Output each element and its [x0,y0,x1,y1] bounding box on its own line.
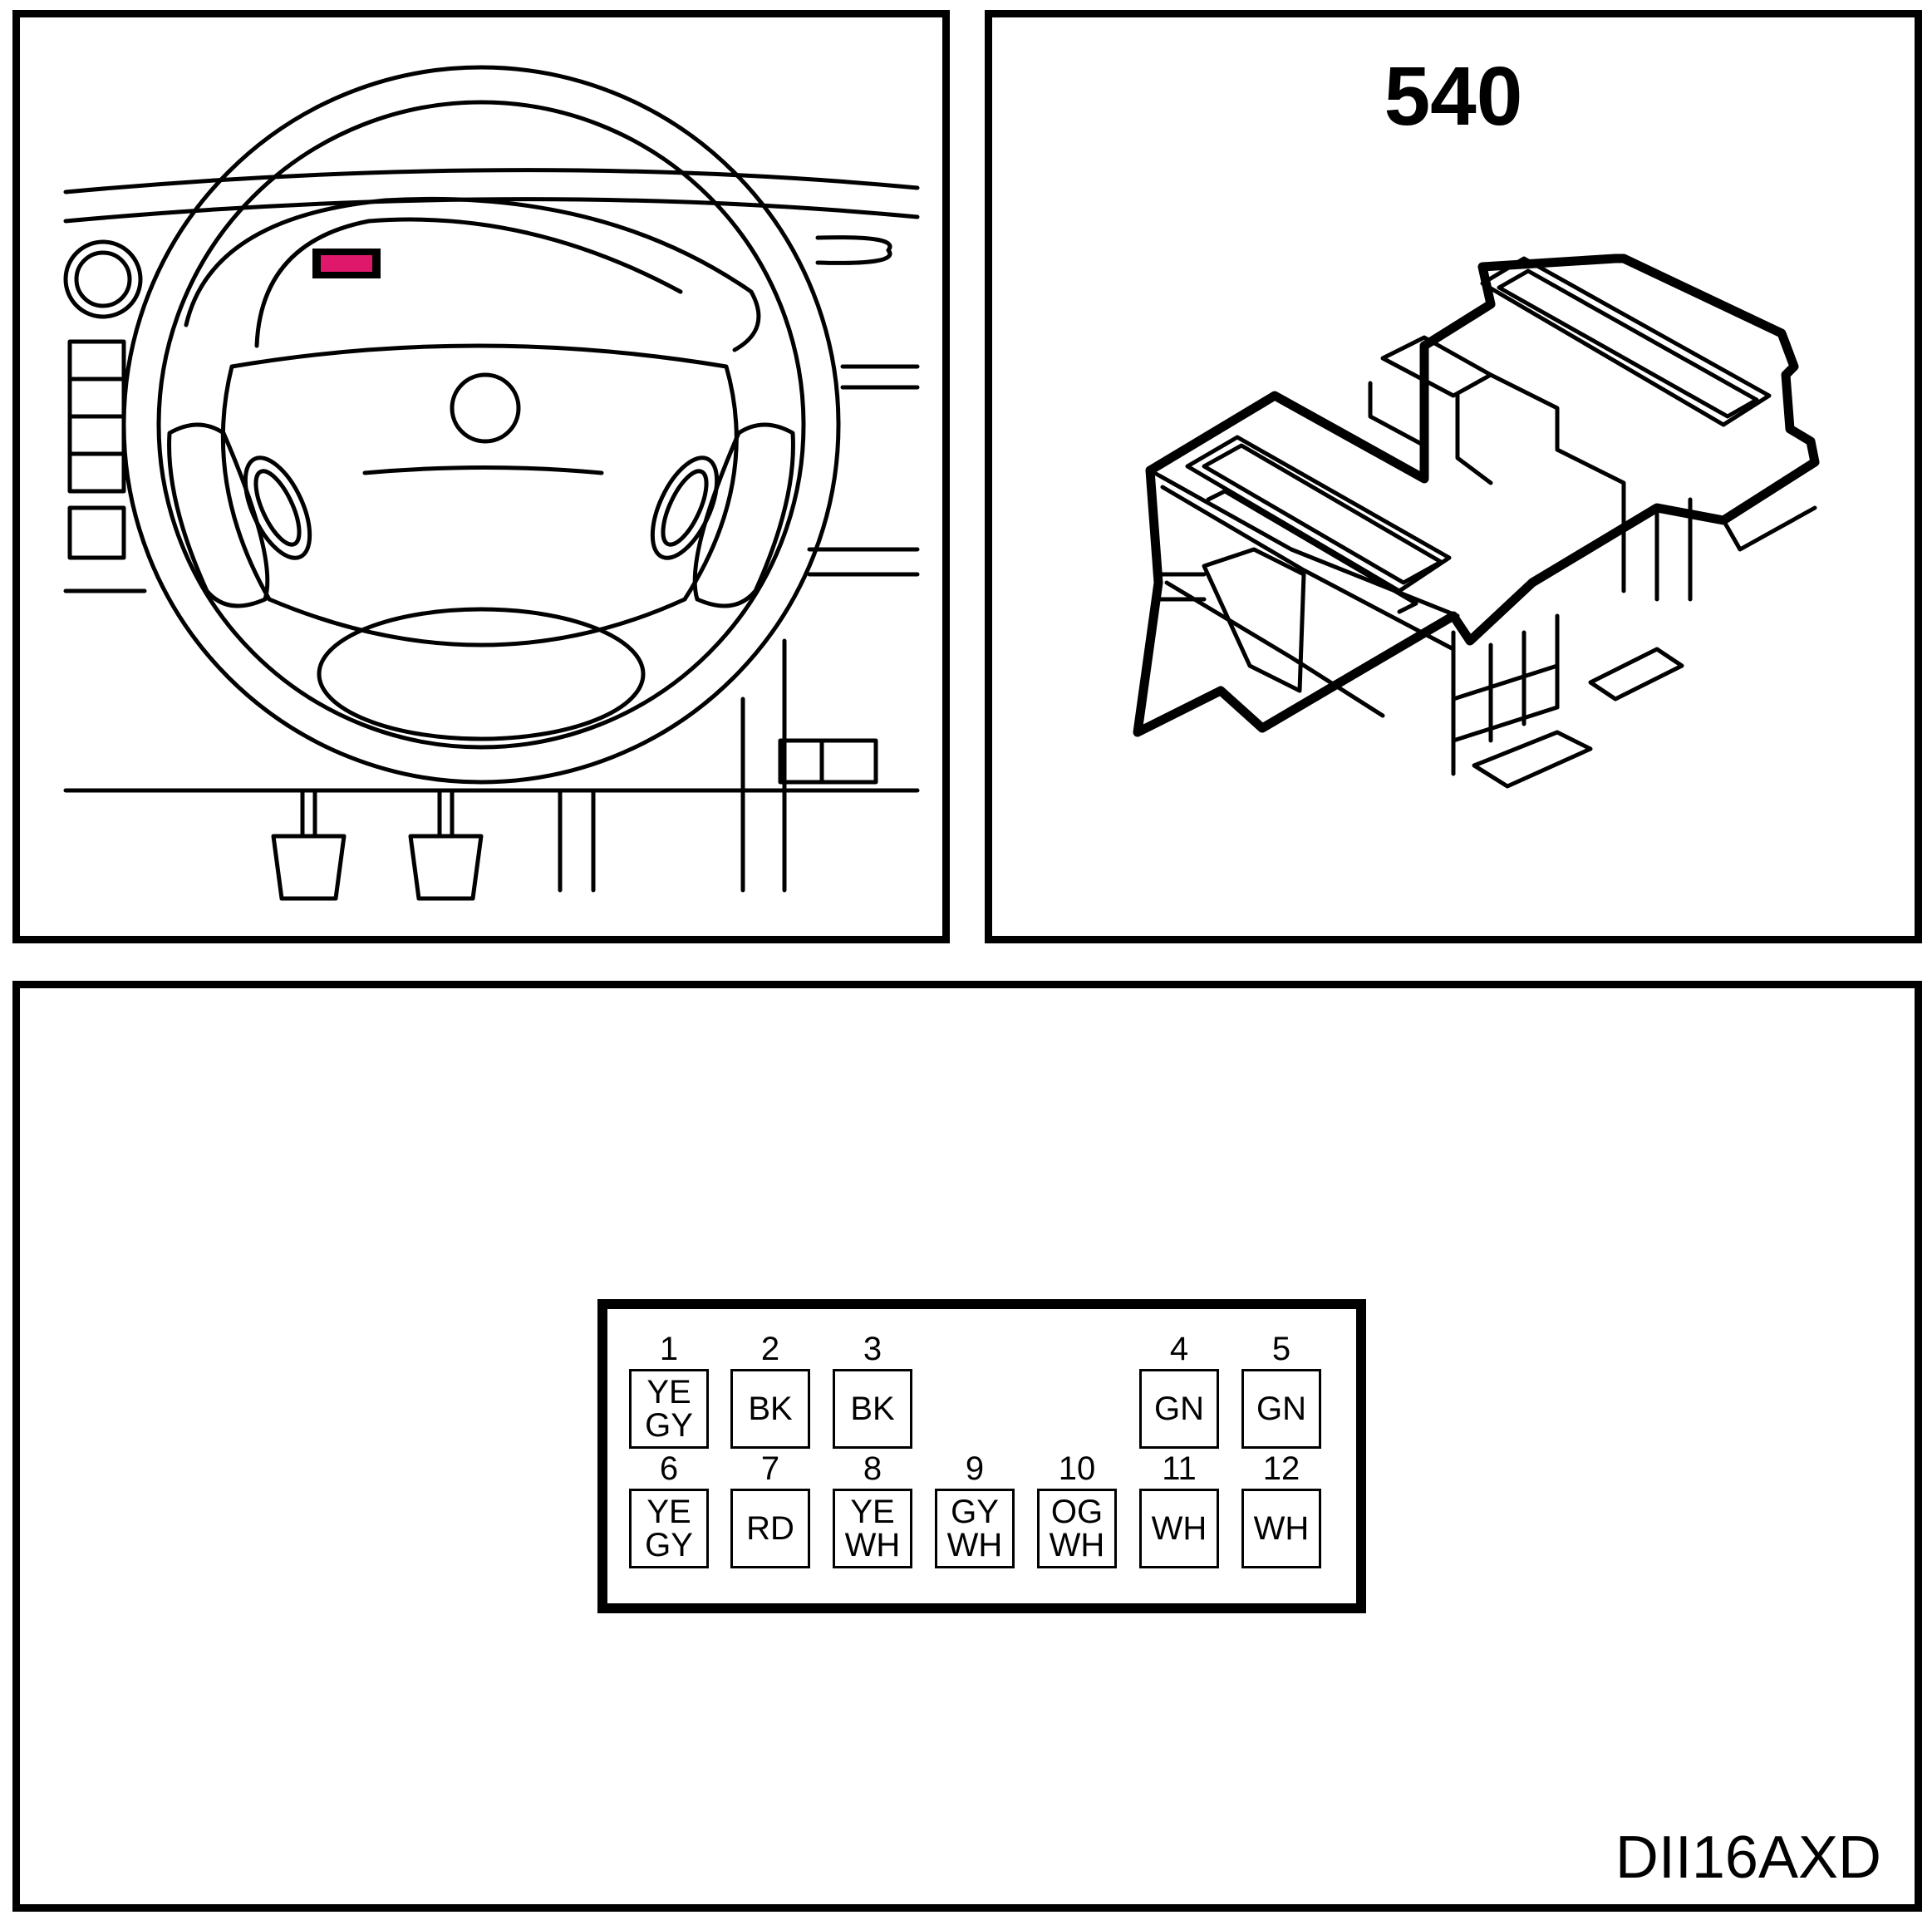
wire-color: WH [1049,1527,1105,1563]
cluster-face [254,217,683,348]
wheel-rim-inner [156,100,806,750]
steering-column [558,788,596,893]
pin-number: 9 [965,1450,985,1487]
pin-number: 2 [760,1331,780,1367]
pin-cavity-3: BK [833,1369,912,1449]
wire-color: OG [1050,1494,1104,1530]
left-switch-dividers [67,377,126,456]
wire-color: YE [646,1374,691,1410]
right-trim-lines [840,364,920,390]
pin-number: 7 [760,1450,780,1487]
center-ridge [1488,372,1626,519]
left-switch-pad [167,422,270,608]
pin-cavity-8: YE WH [833,1489,912,1568]
wheel-rim-outer [121,65,841,785]
wire-color: WH [946,1527,1003,1563]
pin-number: 12 [1262,1450,1300,1487]
pin-cavity-6: YE GY [629,1489,709,1568]
cluster-hood [184,196,761,352]
pin-number: 4 [1169,1331,1189,1367]
pin-cavity-4: GN [1139,1369,1219,1449]
pin-cavity-9: GY WH [935,1489,1015,1568]
diagram-code: DII16AXD [1615,1824,1881,1891]
pin-cavity-12: WH [1241,1489,1321,1568]
cavity-rows [1451,663,1560,743]
steering-wheel-illustration [63,65,920,901]
pin-number: 8 [863,1450,882,1487]
wire-color: YE [850,1494,895,1530]
wire-color: YE [646,1494,691,1530]
wire-color: BK [850,1391,895,1427]
pin-cavity-5: GN [1241,1369,1321,1449]
pin-cavity-10: OG WH [1037,1489,1117,1568]
rear-slot-frame [1480,256,1772,427]
location-view-panel [12,10,950,943]
side-rail [1721,505,1817,552]
latch-tab [1202,547,1306,693]
pin-number: 5 [1271,1331,1291,1367]
wire-color: WH [1253,1510,1310,1547]
pin-cavity-11: WH [1139,1489,1219,1568]
left-vent-inner [74,250,132,308]
pin-cavity-1: YE GY [629,1369,709,1449]
pin-cavity-7: RD [730,1489,810,1568]
wire-color: BK [748,1391,793,1427]
left-switch-lower [67,505,126,560]
wire-color: GN [1256,1391,1306,1427]
pin-number: 3 [863,1331,882,1367]
pin-cavity-2: BK [730,1369,810,1449]
connector-housing-outline [1133,254,1820,737]
pedal-left [271,834,347,901]
cavity-columns [1451,613,1560,776]
right-switch-button [650,455,720,560]
right-switch-pad [692,422,795,608]
wire-color: RD [746,1510,794,1547]
pedal-right [408,834,484,901]
right-switch [778,738,878,785]
locking-ledge-right [1588,647,1684,702]
wire-color: WH [844,1527,901,1563]
right-switch-button-inner [661,469,709,547]
connector-number: 540 [1384,50,1523,143]
wheel-hub [220,343,739,647]
wire-color: WH [1151,1510,1207,1547]
cavity-columns-right [1621,497,1693,602]
hub-emblem [450,372,521,444]
wire-color: GY [645,1527,693,1563]
connector-location-marker [321,255,372,272]
pin-number: 11 [1162,1450,1197,1487]
locking-ledge [1472,730,1593,789]
console-lines [740,638,787,893]
pin-number: 6 [659,1450,679,1487]
left-vent [63,239,143,319]
wire-color: GY [645,1407,693,1444]
front-slot-rib [1206,489,1418,614]
wire-color: GN [1154,1391,1204,1427]
left-switch-button-inner [253,469,302,547]
pinout-panel: 1 YE GY 2 BK 3 BK 4 GN 5 GN 6 YE GY 7 RD… [12,981,1922,1912]
wire-color: GY [951,1494,999,1530]
latch-tab-rails [1156,572,1207,602]
pedal-arm-right [437,788,455,839]
front-slot-frame [1185,435,1452,593]
pedal-arm-left [300,788,317,839]
connector-view-panel: 540 [985,10,1922,943]
front-slot [1202,443,1443,585]
housing-base-edge [1164,580,1385,718]
center-lock-body [1368,381,1493,485]
pin-number: 10 [1058,1450,1096,1487]
housing-edge [1160,485,1456,652]
right-trim-lines-lower [807,547,920,577]
connector-face: 1 YE GY 2 BK 3 BK 4 GN 5 GN 6 YE GY 7 RD… [597,1299,1366,1613]
lower-spoke-pad [317,607,646,741]
left-switch-button [243,455,312,560]
right-vent-slot [815,235,892,265]
dash-line [63,168,920,194]
center-lock [1380,335,1493,398]
connector-illustration [1133,254,1820,789]
pin-number: 1 [659,1331,679,1367]
rear-slot [1497,268,1759,419]
hub-line [362,465,604,475]
